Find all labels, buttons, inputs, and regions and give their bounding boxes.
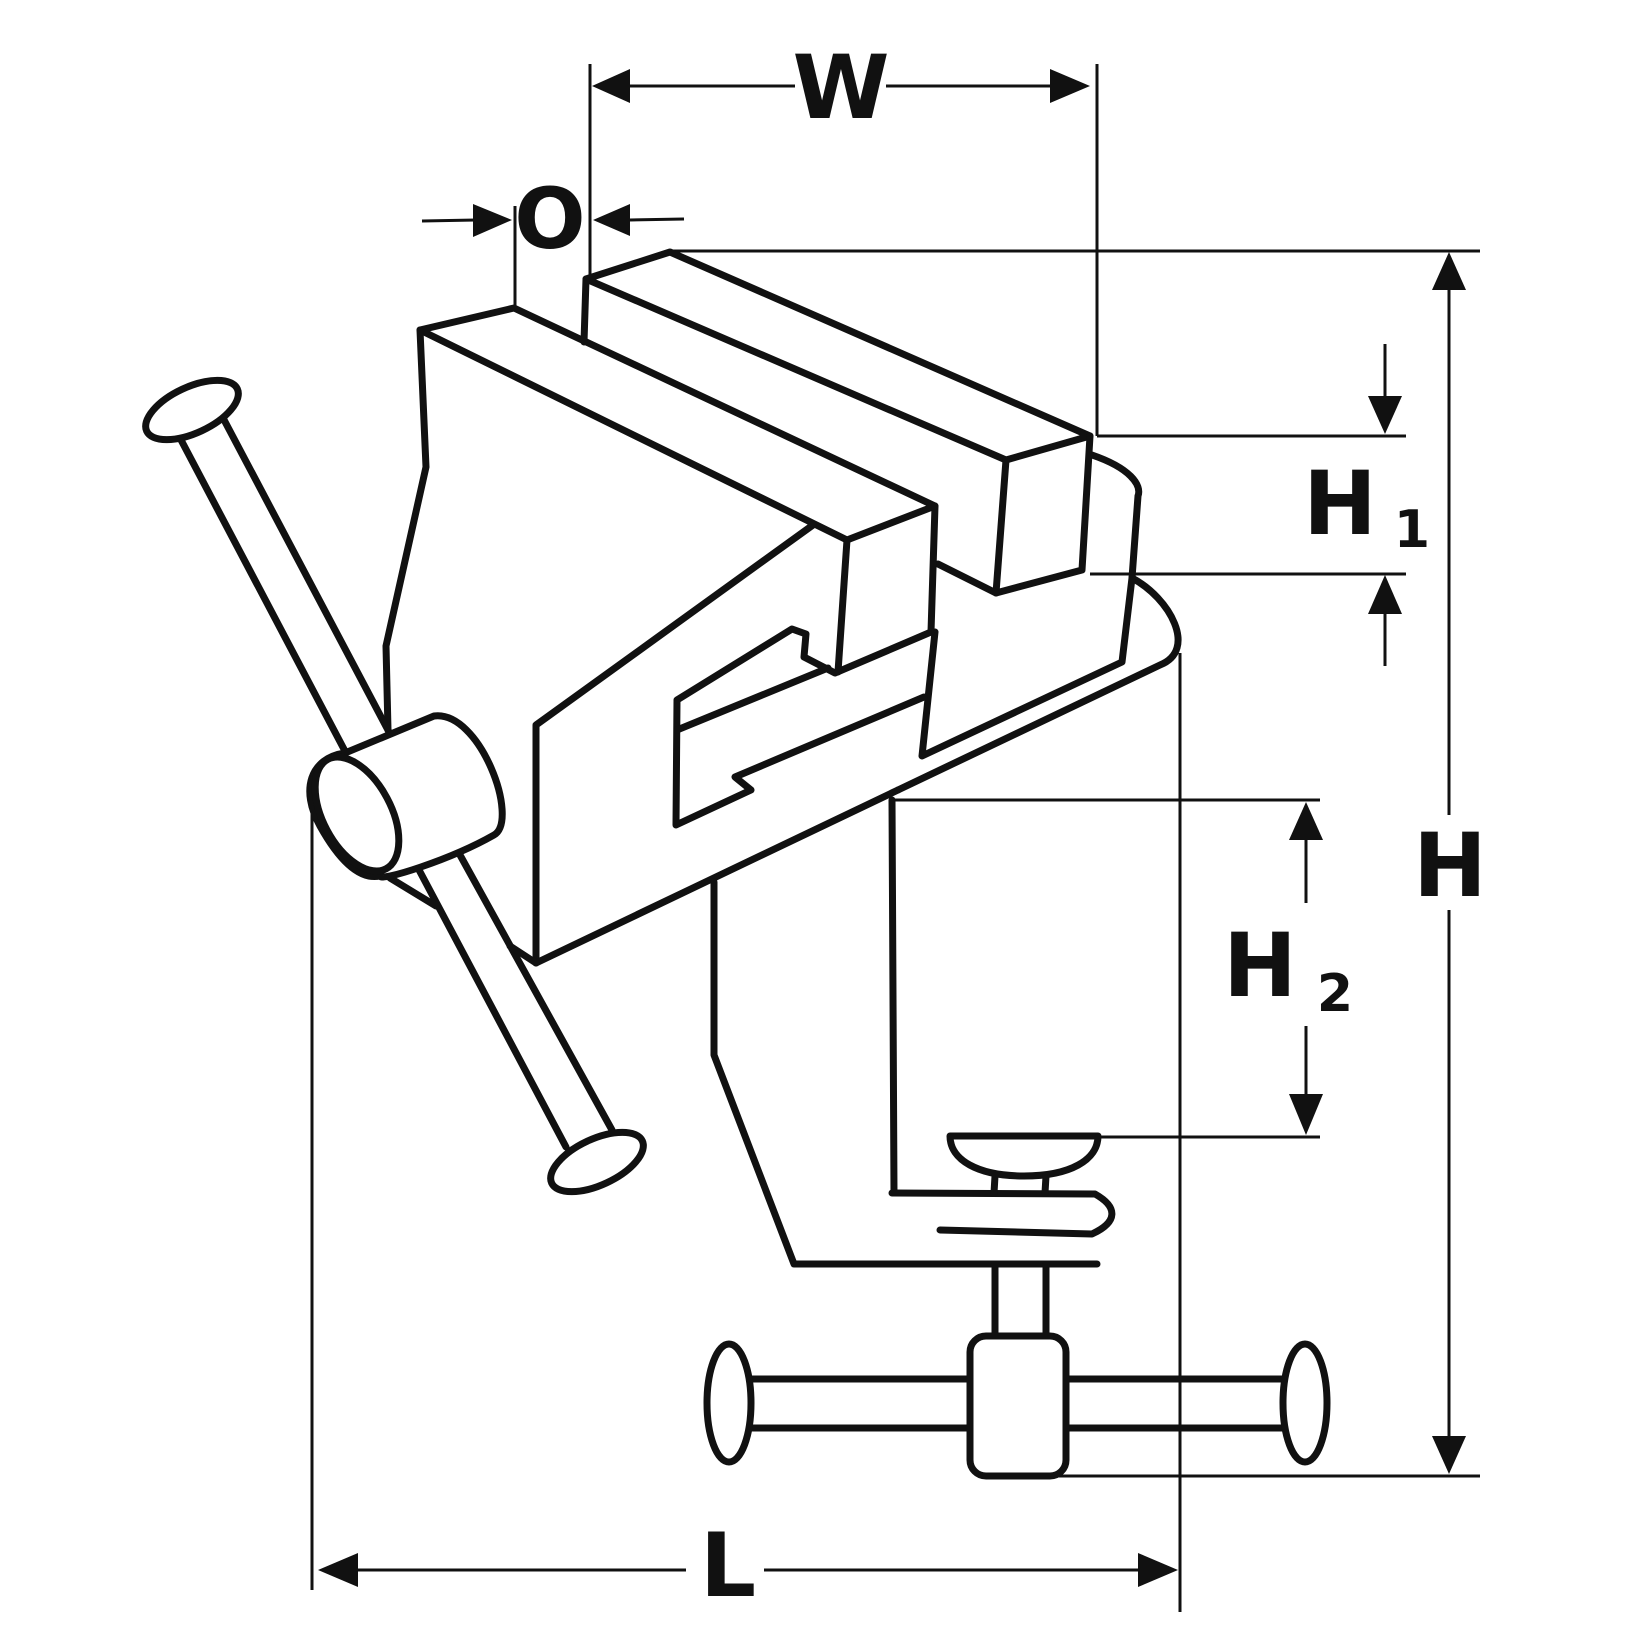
clamp-t-handle[interactable] xyxy=(703,1332,1331,1480)
width-label: W xyxy=(792,36,889,139)
clamp-height-label: H xyxy=(1223,914,1297,1017)
handle-hub xyxy=(966,1332,1070,1480)
jaw-handle-knob-top xyxy=(142,376,242,444)
total-height-label: H xyxy=(1413,814,1487,917)
handle-knob-right xyxy=(1279,1340,1331,1466)
clamp-height-subscript: 2 xyxy=(1317,964,1353,1024)
screw-barrel xyxy=(306,712,506,881)
dimension-labels: W O H 1 H H 2 L xyxy=(514,36,1487,1617)
jaw-screw-handle[interactable] xyxy=(137,368,652,1204)
handle-knob-left xyxy=(703,1340,755,1466)
dimension-arrows xyxy=(318,69,1466,1587)
jaw-height-subscript: 1 xyxy=(1394,500,1430,560)
opening-label: O xyxy=(514,170,585,268)
jaw-handle-knob-bottom xyxy=(547,1128,647,1196)
jaw-height-label: H xyxy=(1303,452,1377,555)
dimension-lines xyxy=(310,64,1480,1612)
length-label: L xyxy=(700,1514,756,1617)
screw-barrel-end xyxy=(311,753,403,875)
vise-body xyxy=(382,248,1182,1340)
